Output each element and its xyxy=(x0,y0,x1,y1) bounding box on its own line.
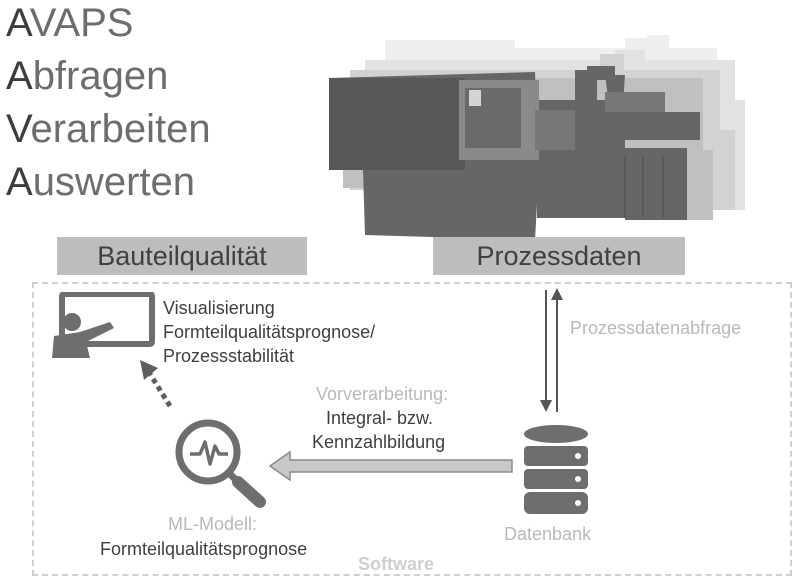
software-frame xyxy=(32,282,792,576)
data-flow-arrow xyxy=(268,448,516,484)
query-arrows xyxy=(536,286,566,416)
prozessdaten-header: Prozessdaten xyxy=(433,237,685,275)
title-line-2: Abfragen xyxy=(6,54,169,98)
title-line-3: Verarbeiten xyxy=(6,107,211,151)
database-icon xyxy=(520,424,592,516)
magnifier-chart-icon xyxy=(172,416,268,508)
database-label: Datenbank xyxy=(504,524,592,544)
preprocessing-line-1: Integral- bzw. xyxy=(326,408,434,428)
software-label: Software xyxy=(358,554,435,574)
bauteilqualitaet-header: Bauteilqualität xyxy=(57,237,307,275)
visualization-line-1: Visualisierung xyxy=(163,298,275,318)
preprocessing-line-2: Kennzahlbildung xyxy=(312,432,446,452)
title-line-1: AVAPS xyxy=(6,1,134,45)
preprocessing-title: Vorverarbeitung: xyxy=(316,384,449,404)
presentation-icon xyxy=(50,292,156,360)
model-line-1: Formteilqualitätsprognose xyxy=(100,539,308,559)
visualization-line-3: Prozessstabilität xyxy=(163,346,295,366)
dotted-arrow xyxy=(138,360,178,410)
machine-image xyxy=(325,30,765,240)
model-title: ML-Modell: xyxy=(168,514,258,534)
query-label: Prozessdatenabfrage xyxy=(570,318,742,338)
title-line-4: Auswerten xyxy=(6,160,195,204)
visualization-line-2: Formteilqualitätsprognose/ xyxy=(163,322,376,342)
